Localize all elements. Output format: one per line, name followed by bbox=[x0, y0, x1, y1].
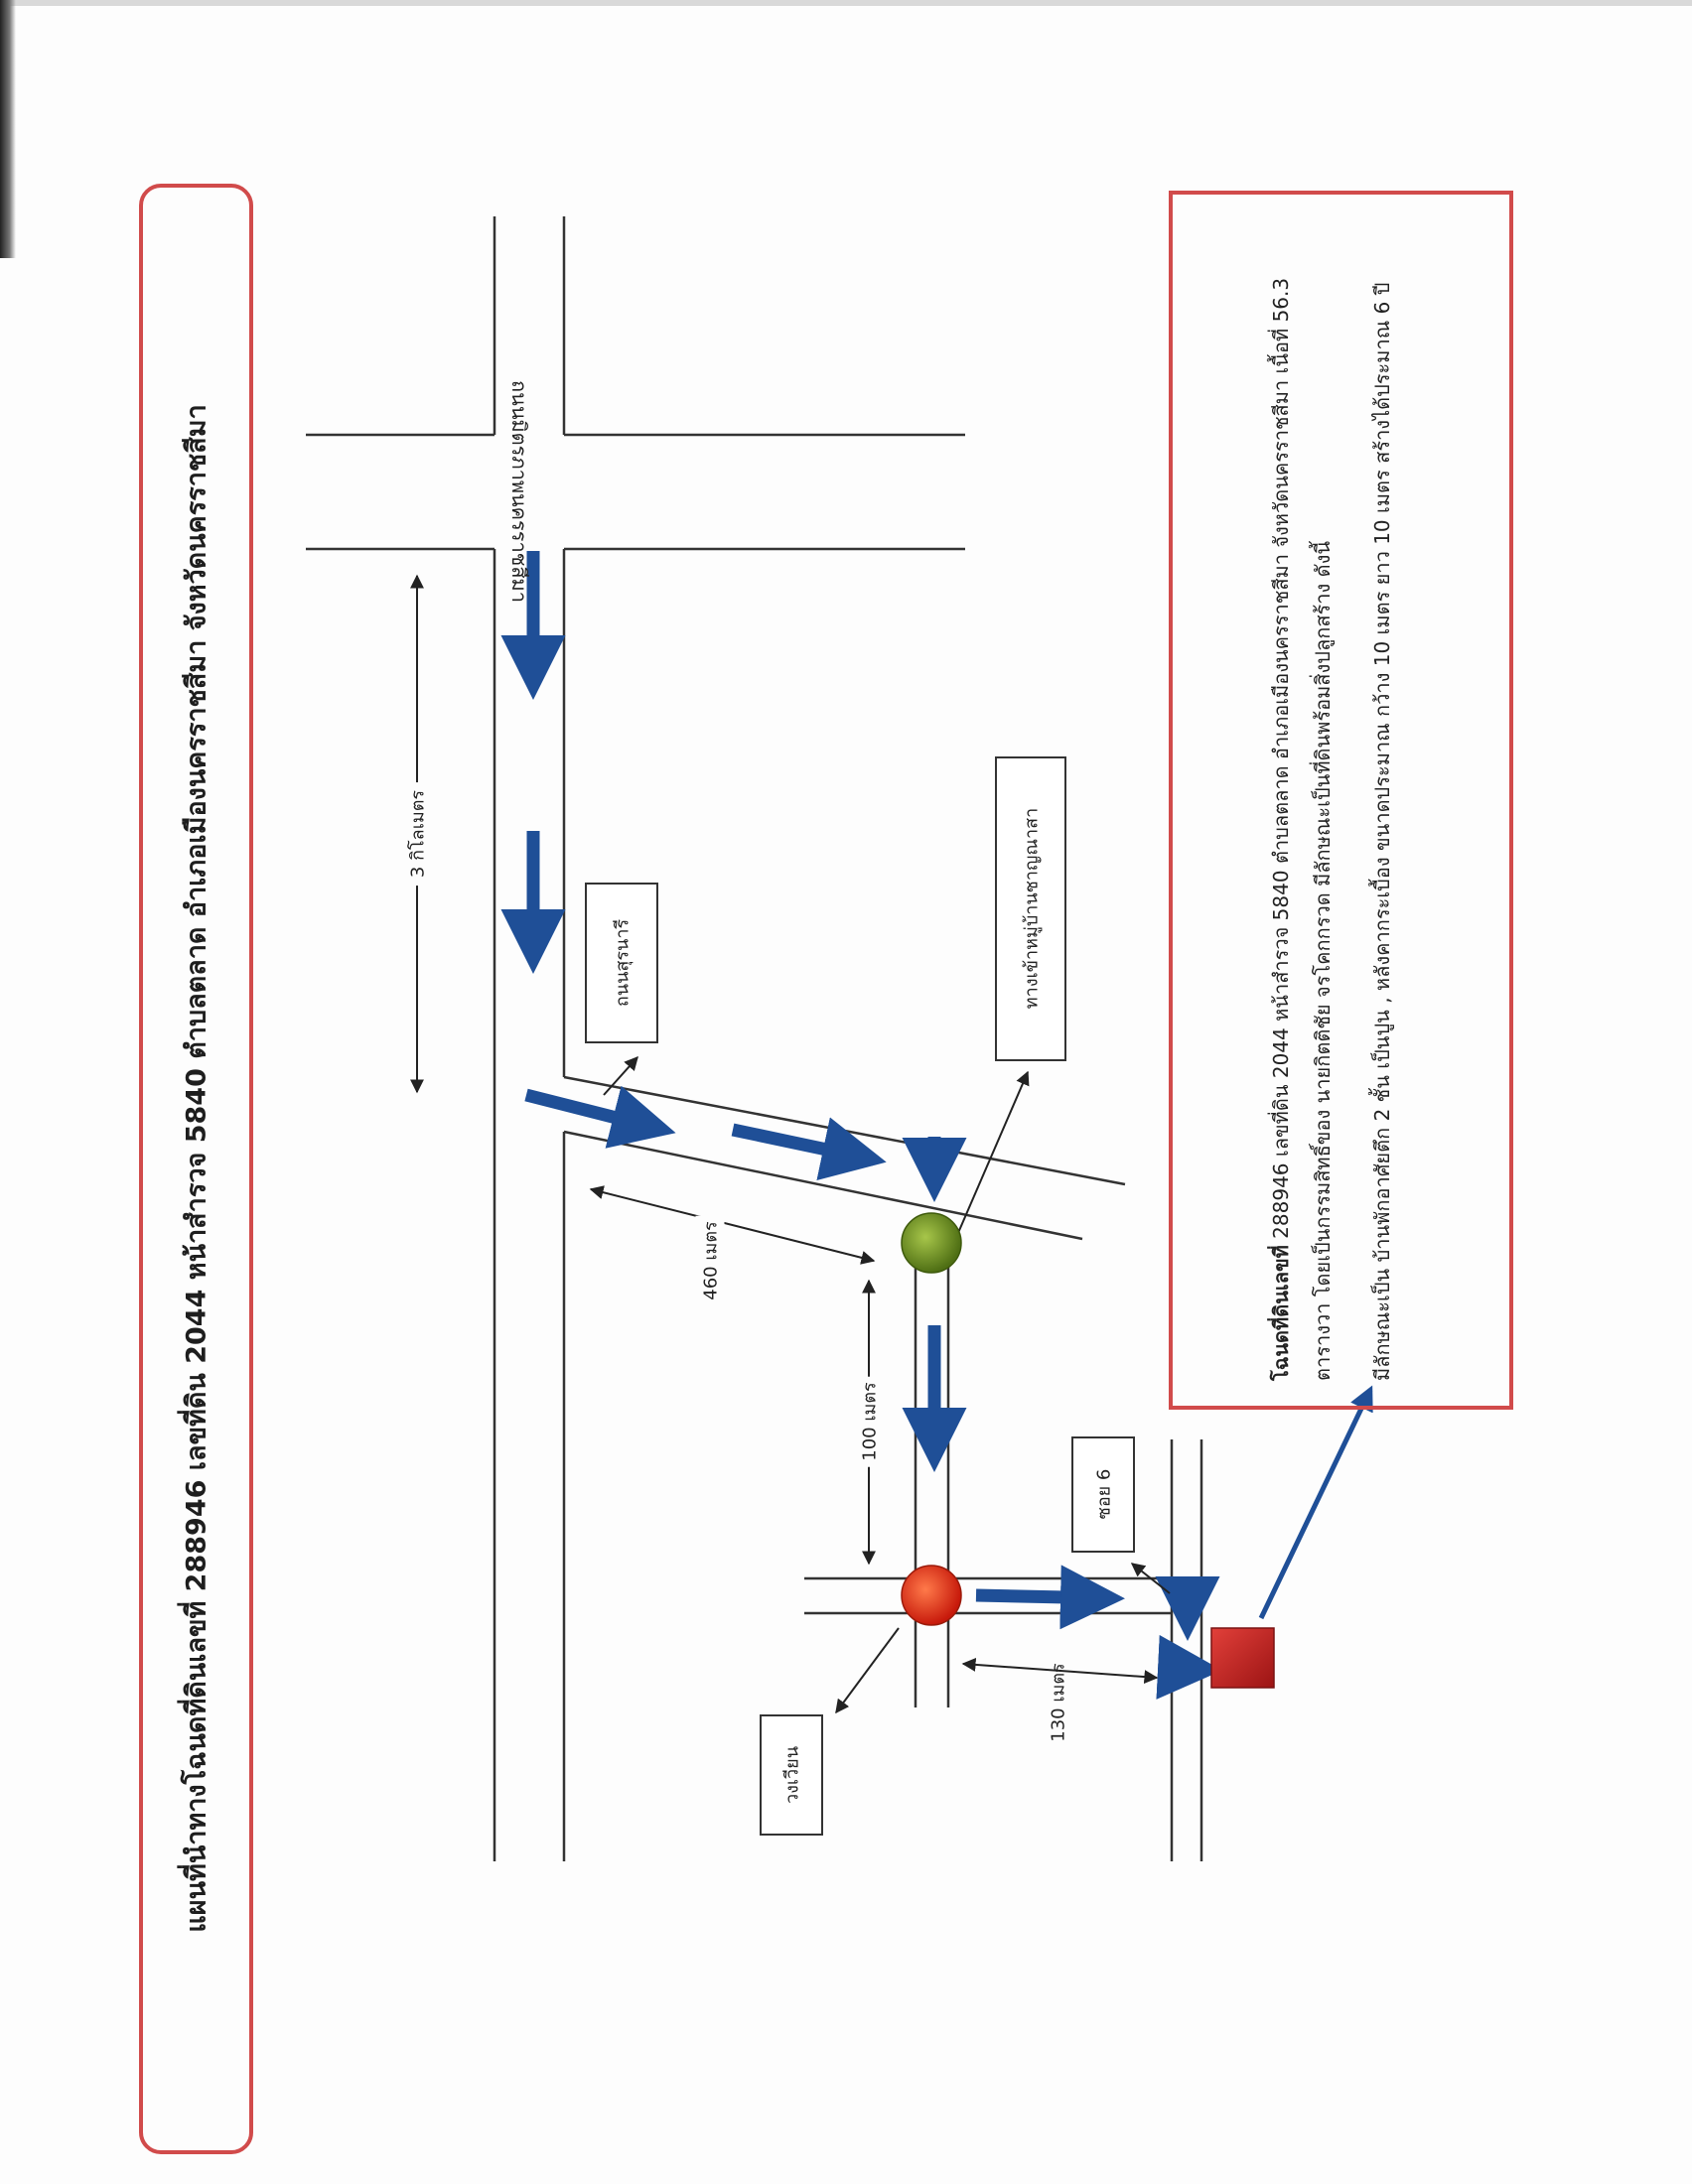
distance-3km-label: 3 กิโลเมตร bbox=[402, 781, 432, 887]
route-arrow bbox=[975, 1565, 1125, 1630]
village-entrance-box bbox=[995, 756, 1066, 1061]
pointer-arrow bbox=[1258, 1385, 1373, 1620]
main-road-lines bbox=[306, 216, 1203, 1861]
paper-shadow bbox=[0, 0, 16, 258]
distance-460-label: 460 เมตร bbox=[695, 1215, 725, 1306]
distance-arrow-460 bbox=[589, 1185, 876, 1265]
roundabout-label: วงเวียน bbox=[781, 1745, 803, 1805]
roundabout-red-dot bbox=[901, 1565, 962, 1626]
main-road-label: ถนนมิตรภาพนครราชสีมา bbox=[507, 380, 531, 603]
route-arrow bbox=[524, 1085, 676, 1149]
route-arrow bbox=[1156, 1634, 1222, 1700]
roundabout-box bbox=[760, 1714, 823, 1836]
soi6-box bbox=[1071, 1436, 1135, 1553]
distance-130-label: 130 เมตร bbox=[1048, 1663, 1069, 1742]
suranaree-label: ถนนสุรนารี bbox=[612, 918, 634, 1008]
property-info-line-2: มีลักษณะเป็น บ้านพักอาศัยตึก 2 ชั้น เป็น… bbox=[1370, 282, 1394, 1381]
property-info-frame bbox=[1169, 191, 1513, 1410]
paper-edge bbox=[0, 0, 1692, 6]
property-info-line-1: 288946 เลขที่ดิน 2044 หน้าสำรวจ 5840 ตำบ… bbox=[1269, 277, 1335, 1381]
village-entrance-label: ทางเข้าหมู่บ้านชาญณาสา bbox=[1021, 807, 1043, 1010]
pointer-soi6 bbox=[1130, 1563, 1171, 1594]
pointer-village bbox=[947, 1070, 1030, 1257]
property-info-para-1: โฉนดที่ดินเลขที่ 288946 เลขที่ดิน 2044 ห… bbox=[1260, 219, 1343, 1381]
deed-heading: โฉนดที่ดินเลขที่ bbox=[1269, 1245, 1293, 1381]
junction-green-dot bbox=[901, 1212, 962, 1274]
distance-100-label: 100 เมตร bbox=[854, 1376, 884, 1467]
pointer-roundabout bbox=[835, 1627, 900, 1714]
property-marker bbox=[1210, 1627, 1275, 1689]
distance-arrow-130 bbox=[961, 1657, 1159, 1685]
suranaree-box bbox=[585, 883, 658, 1043]
route-arrow bbox=[731, 1117, 887, 1181]
title-frame bbox=[139, 184, 253, 2154]
soi6-label: ซอย 6 bbox=[1093, 1468, 1115, 1520]
pointer-suranaree bbox=[603, 1055, 638, 1096]
route-arrows bbox=[500, 551, 1222, 1700]
property-info: โฉนดที่ดินเลขที่ 288946 เลขที่ดิน 2044 ห… bbox=[1260, 219, 1421, 1381]
